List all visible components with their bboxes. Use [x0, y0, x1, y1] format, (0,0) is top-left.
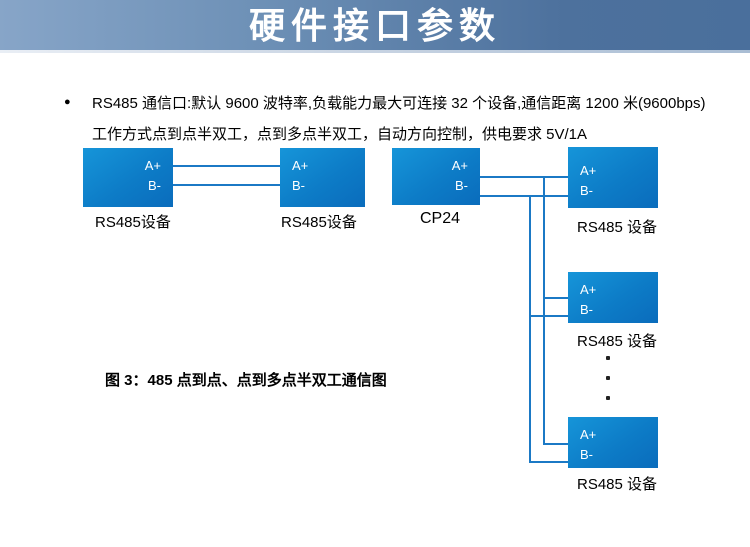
- device-box-left-1: A+ B-: [83, 148, 173, 207]
- ellipsis-dot: [606, 356, 610, 360]
- wire-stub-slave3-a: [543, 443, 568, 445]
- device-label-cp24: CP24: [420, 210, 461, 227]
- wire-p2p-a: [173, 165, 280, 167]
- bullet-marker: ●: [64, 96, 71, 108]
- page-title: 硬件接口参数: [248, 5, 501, 46]
- spec-line-1: RS485 通信口:默认 9600 波特率,负载能力最大可连接 32 个设备,通…: [92, 95, 706, 112]
- spec-paragraph: RS485 通信口:默认 9600 波特率,负载能力最大可连接 32 个设备,通…: [92, 88, 717, 150]
- pin-a-label: A+: [580, 163, 597, 178]
- ellipsis-dot: [606, 396, 610, 400]
- device-label-left-2: RS485设备: [281, 214, 357, 231]
- wire-bus-vertical-a: [543, 176, 545, 445]
- wire-stub-slave2-a: [543, 297, 568, 299]
- pin-a-label: A+: [451, 158, 468, 173]
- spec-line-2: 工作方式点到点半双工，点到多点半双工，自动方向控制，供电要求 5V/1A: [92, 126, 588, 143]
- pin-b-label: B-: [148, 178, 161, 193]
- wire-stub-slave2-b: [529, 315, 568, 317]
- device-box-left-2: A+ B-: [280, 148, 365, 207]
- device-box-slave-2: A+ B-: [568, 272, 658, 323]
- pin-a-label: A+: [580, 282, 597, 297]
- wire-stub-slave3-b: [529, 461, 568, 463]
- pin-b-label: B-: [580, 447, 593, 462]
- pin-b-label: B-: [580, 183, 593, 198]
- ellipsis-dot: [606, 376, 610, 380]
- device-label-left-1: RS485设备: [95, 214, 171, 231]
- wire-bus-vertical-b: [529, 195, 531, 463]
- device-label-slave-1: RS485 设备: [577, 219, 658, 236]
- pin-b-label: B-: [292, 178, 305, 193]
- pin-b-label: B-: [580, 302, 593, 317]
- header-edge: [0, 50, 750, 53]
- figure-caption: 图 3：485 点到点、点到多点半双工通信图: [105, 372, 387, 389]
- page-header: 硬件接口参数: [0, 0, 750, 50]
- device-box-slave-1: A+ B-: [568, 147, 658, 208]
- pin-b-label: B-: [455, 178, 468, 193]
- wire-p2p-b: [173, 184, 280, 186]
- pin-a-label: A+: [292, 158, 309, 173]
- device-box-slave-3: A+ B-: [568, 417, 658, 468]
- pin-a-label: A+: [580, 427, 597, 442]
- device-label-slave-2: RS485 设备: [577, 333, 658, 350]
- wire-bus-a: [480, 176, 568, 178]
- device-label-slave-3: RS485 设备: [577, 476, 658, 493]
- wire-bus-b: [480, 195, 568, 197]
- device-box-cp24: A+ B-: [392, 148, 480, 205]
- pin-a-label: A+: [144, 158, 161, 173]
